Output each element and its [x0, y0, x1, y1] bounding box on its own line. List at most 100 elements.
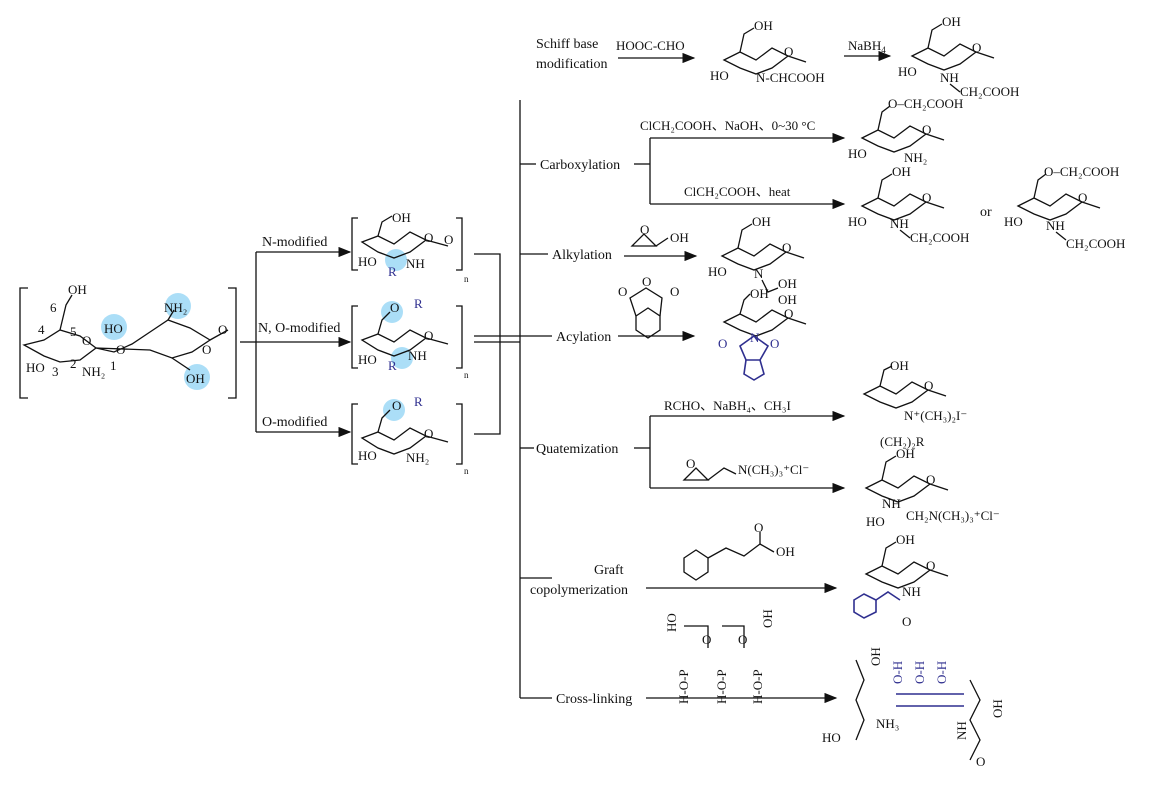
n-carboxymethyl-product: OH O HO NH CH₂COOH — [848, 164, 969, 245]
ho-label: HO — [104, 321, 123, 336]
svg-text:O: O — [972, 40, 981, 55]
or-label: or — [980, 205, 992, 220]
svg-text:O: O — [718, 336, 727, 351]
ring-oxygen: O — [202, 342, 211, 357]
svg-text:O–CH₂COOH: O–CH₂COOH — [888, 96, 963, 111]
svg-text:OH: OH — [896, 446, 915, 461]
hydroxyl-highlight — [184, 364, 210, 390]
svg-text:O: O — [702, 632, 711, 647]
n-modified-unit: OH HO NH R O O n — [351, 210, 469, 284]
svg-text:HO: HO — [358, 448, 377, 463]
quat-product-1: OH O N⁺(CH₃)₂I⁻ (CH₂)₂R — [862, 358, 967, 449]
schiff-base-label: Schiff base — [536, 37, 598, 52]
phthalic-anhydride: O O O — [618, 274, 679, 339]
carbon-number: 5 — [70, 324, 77, 339]
svg-text:NH: NH — [882, 496, 901, 511]
o-carboxymethyl-product: O–CH₂COOH O HO NH₂ — [848, 96, 963, 165]
svg-text:OH: OH — [868, 647, 883, 666]
schiff-modification-label: modification — [536, 57, 608, 72]
n-modified-label: N-modified — [262, 235, 327, 250]
svg-text:R: R — [414, 394, 423, 409]
carbon-number: 1 — [110, 358, 117, 373]
schiff-intermediate: OH O HO N-CHCOOH — [710, 18, 825, 85]
ring-oxygen: O — [82, 333, 91, 348]
svg-text:O: O — [754, 520, 763, 535]
svg-text:O: O — [922, 122, 931, 137]
chitosan-monomer: OH HO NH₂ OH O O O O HO NH₂ 4 6 5 3 2 1 — [19, 282, 237, 399]
crosslinked-product: OH NH₃ HO O-H O-H O-H NH OH O — [822, 647, 1005, 769]
svg-text:OH: OH — [778, 292, 797, 307]
svg-text:HO: HO — [710, 68, 729, 83]
svg-text:HO: HO — [822, 730, 841, 745]
svg-text:N-CHCOOH: N-CHCOOH — [756, 70, 825, 85]
svg-text:O: O — [640, 222, 649, 237]
reagent-carbox1: ClCH₂COOH、NaOH、0~30 °C — [640, 118, 815, 133]
reaction-trunk — [474, 100, 552, 699]
svg-text:OH: OH — [760, 609, 775, 628]
svg-text:O: O — [444, 232, 453, 247]
no-modified-label: N, O-modified — [258, 321, 340, 336]
svg-text:NH: NH — [406, 256, 425, 271]
svg-text:O: O — [392, 398, 401, 413]
svg-text:CH₂COOH: CH₂COOH — [1066, 236, 1125, 251]
nh2-label: NH₂ — [82, 364, 105, 379]
oh-label: OH — [68, 282, 87, 297]
svg-text:HO: HO — [358, 352, 377, 367]
cinnamic-acid: O OH — [683, 520, 795, 581]
svg-text:O: O — [924, 378, 933, 393]
svg-text:O-H: O-H — [912, 661, 927, 684]
svg-text:O-H: O-H — [934, 661, 949, 684]
svg-text:O: O — [424, 230, 433, 245]
quatemization-label: Quatemization — [536, 442, 618, 457]
svg-text:OH: OH — [890, 358, 909, 373]
svg-text:HO: HO — [1004, 214, 1023, 229]
svg-text:O: O — [922, 190, 931, 205]
carbon-number: 4 — [38, 322, 45, 337]
svg-text:O: O — [926, 472, 935, 487]
no-modified-unit: O R HO NH R O n — [351, 296, 469, 380]
svg-text:HO: HO — [664, 613, 679, 632]
svg-text:O-H: O-H — [890, 661, 905, 684]
svg-text:O: O — [784, 44, 793, 59]
hydroxyl-highlight — [101, 314, 127, 340]
branch-connectors — [240, 246, 352, 438]
svg-text:O: O — [902, 614, 911, 629]
svg-text:O: O — [642, 274, 651, 289]
glycosidic-oxygen: O — [116, 342, 125, 357]
svg-text:OH: OH — [392, 210, 411, 225]
svg-text:OH: OH — [942, 14, 961, 29]
svg-text:OH: OH — [750, 286, 769, 301]
svg-text:N: N — [750, 330, 760, 345]
svg-text:O: O — [670, 284, 679, 299]
svg-text:NH: NH — [1046, 218, 1065, 233]
svg-text:NH: NH — [890, 216, 909, 231]
svg-text:O: O — [424, 328, 433, 343]
acylation-product: OH O O O N — [718, 286, 807, 381]
svg-text:R: R — [388, 358, 397, 373]
svg-text:HO: HO — [848, 214, 867, 229]
svg-text:NH: NH — [408, 348, 427, 363]
svg-text:CH₂COOH: CH₂COOH — [910, 230, 969, 245]
svg-text:O: O — [424, 426, 433, 441]
acylation-label: Acylation — [556, 330, 611, 345]
copolymerization-label: copolymerization — [530, 583, 628, 598]
amine-highlight — [165, 293, 191, 319]
svg-text:O: O — [686, 456, 695, 471]
svg-text:OH: OH — [776, 544, 795, 559]
carbon-number: 3 — [52, 364, 59, 379]
svg-text:CH₂N(CH₃)₃⁺Cl⁻: CH₂N(CH₃)₃⁺Cl⁻ — [906, 508, 1000, 523]
epoxy-quat-reagent: O — [682, 456, 737, 481]
reagent-quat1: RCHO、NaBH₄、CH₃I — [664, 398, 791, 413]
svg-text:H-O-P: H-O-P — [714, 669, 729, 704]
svg-text:R: R — [414, 296, 423, 311]
svg-text:OH: OH — [778, 276, 797, 291]
svg-text:HO: HO — [848, 146, 867, 161]
reaction-arrows — [618, 50, 892, 704]
svg-text:NH₃: NH₃ — [876, 716, 899, 731]
svg-text:OH: OH — [754, 18, 773, 33]
carboxylation-label: Carboxylation — [540, 158, 620, 173]
svg-text:O: O — [784, 306, 793, 321]
svg-text:(CH₂)₂R: (CH₂)₂R — [880, 434, 925, 449]
svg-text:n: n — [464, 274, 469, 284]
